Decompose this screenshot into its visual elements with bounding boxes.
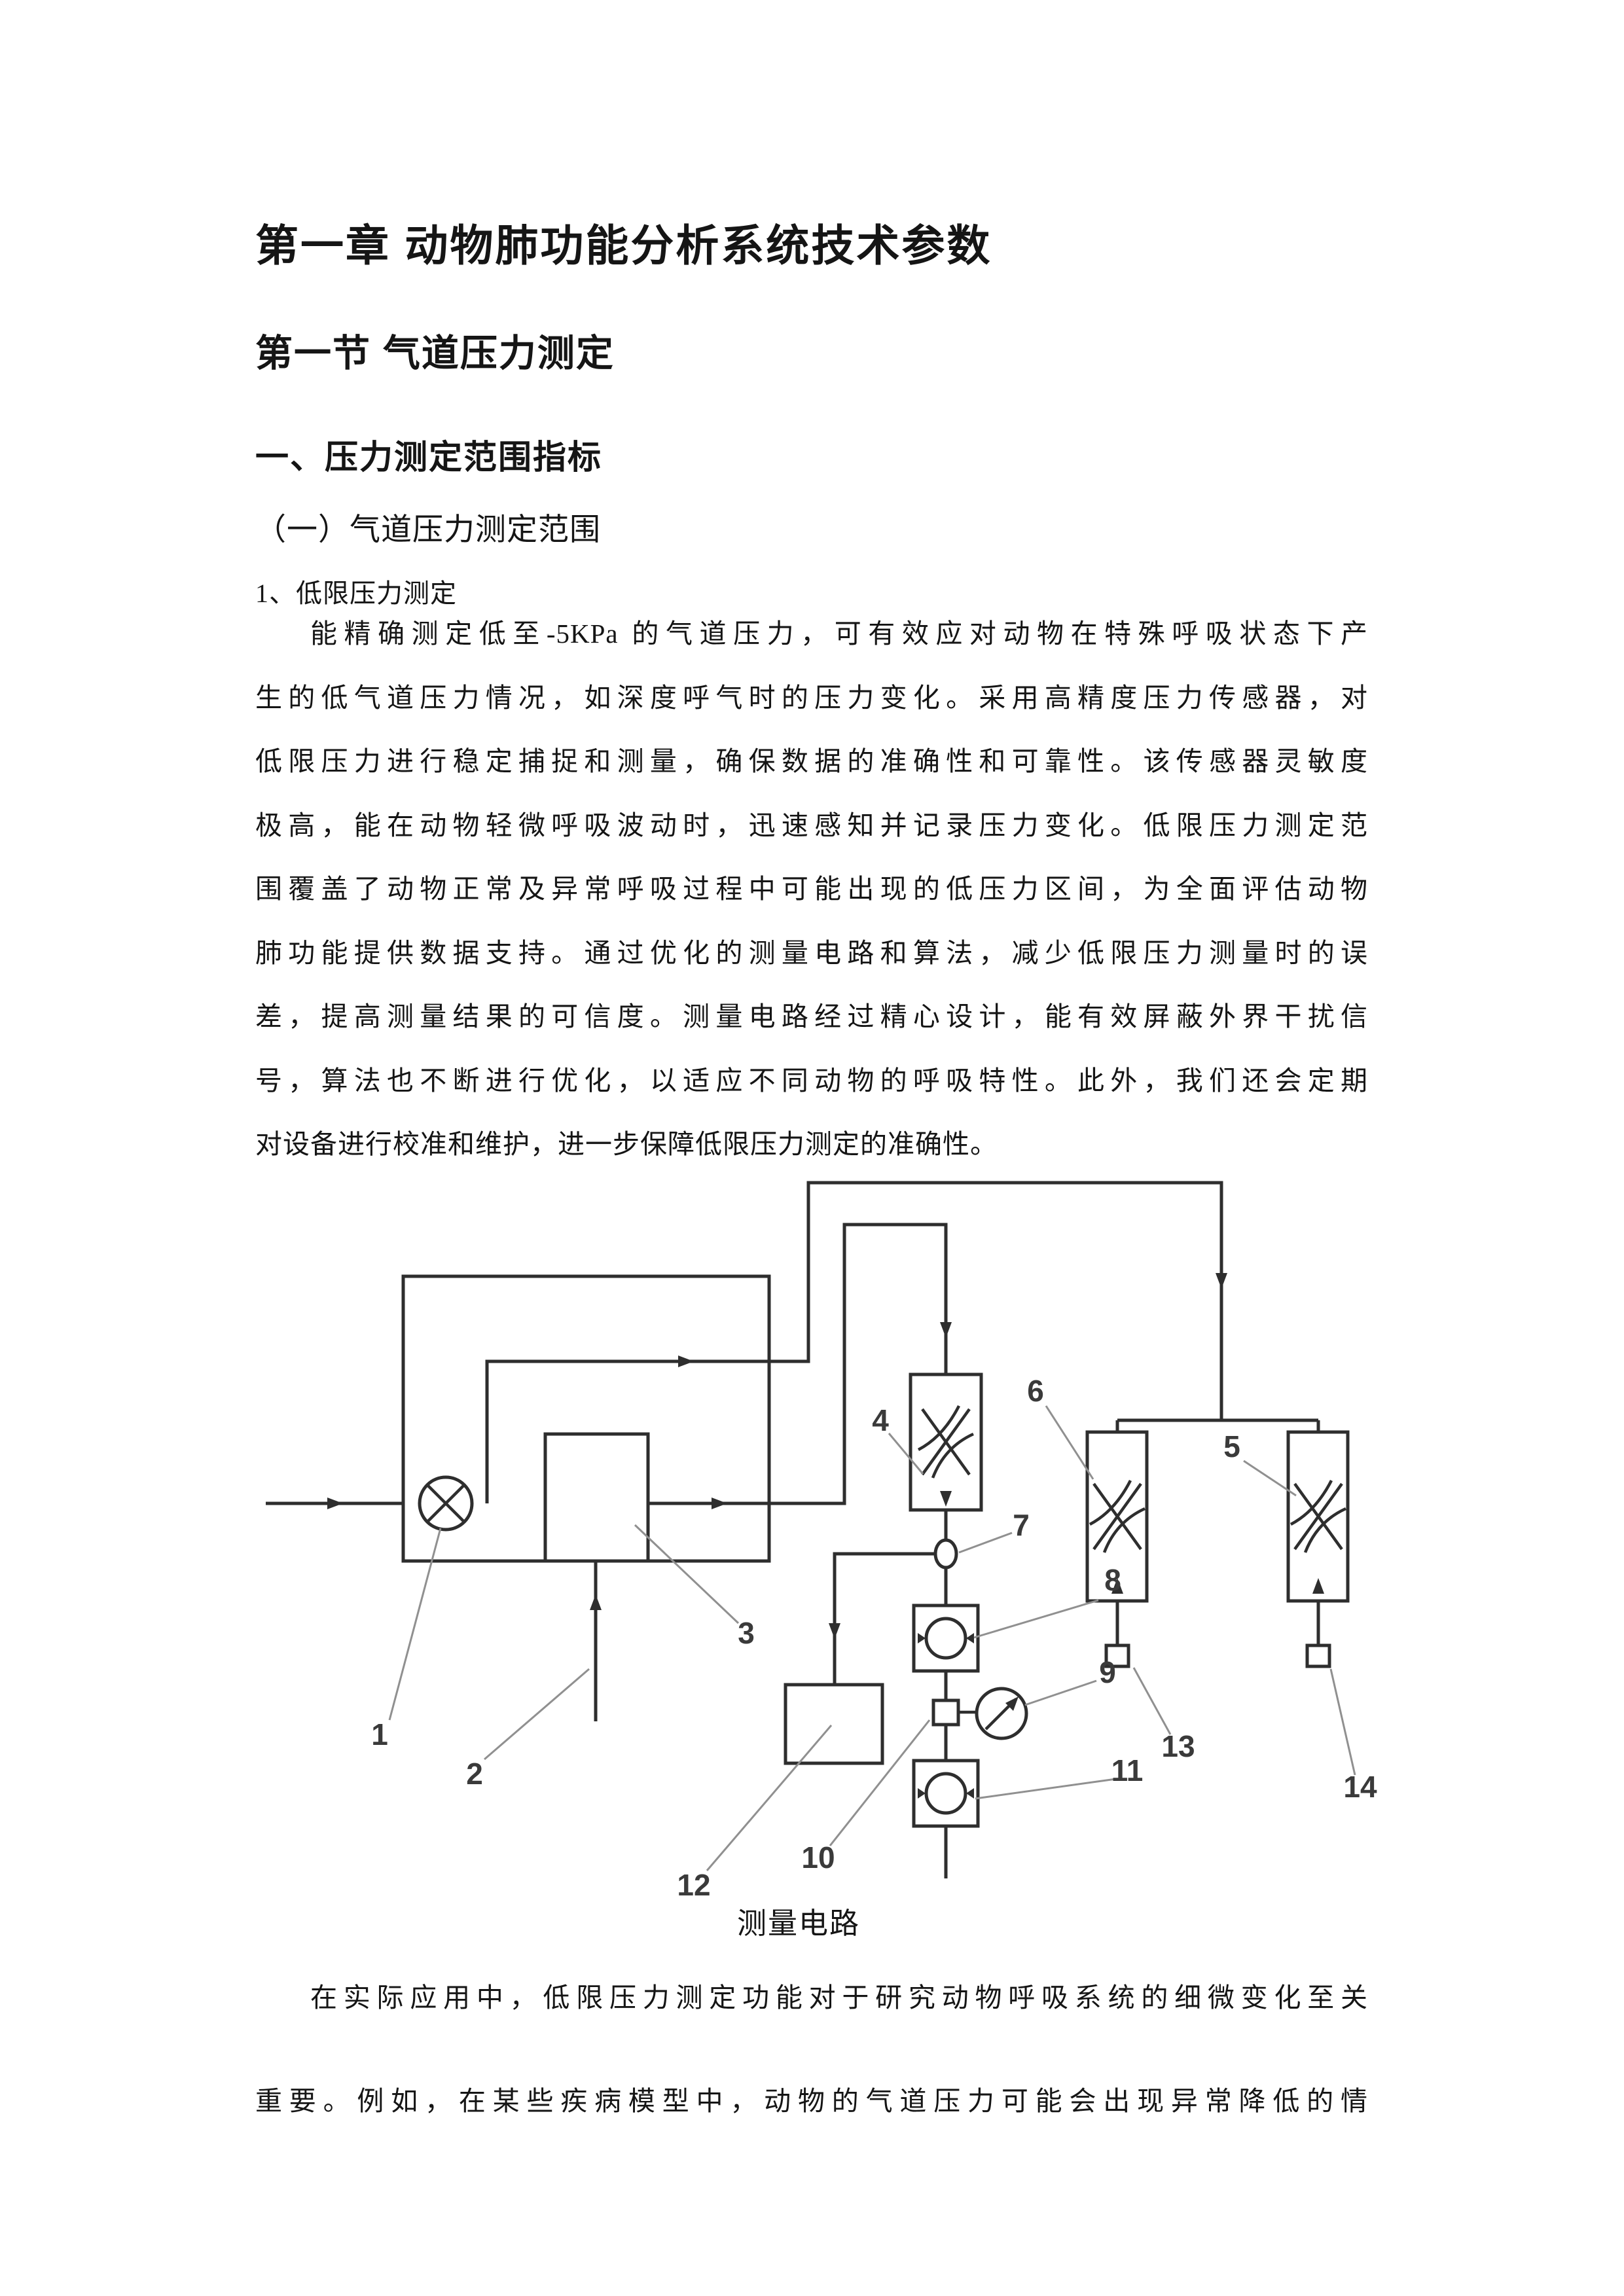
fitting-10-icon [931, 1698, 960, 1727]
pressure-gauge-icon [958, 1687, 1028, 1740]
measurement-circuit-diagram: 1 2 3 4 5 6 7 8 9 10 11 12 13 14 [266, 1181, 1377, 1902]
component-3-box [543, 1432, 650, 1563]
terminal-14-icon [1305, 1643, 1331, 1668]
subsubsection-title: （一）气道压力测定范围 [255, 513, 601, 547]
flow-arrow [1312, 1578, 1324, 1594]
flow-arrow [940, 1491, 952, 1507]
paragraph-line: 在实际应用中，低限压力测定功能对于研究动物呼吸系统的细微变化至关 [310, 1982, 1368, 2013]
leader-line-7 [958, 1532, 1013, 1554]
leader-line-6 [1045, 1405, 1094, 1480]
component-label-4: 4 [872, 1403, 889, 1437]
leader-line-4 [888, 1433, 924, 1475]
paragraph-line: 重要。例如，在某些疾病模型中，动物的气道压力可能会出现异常降低的情 [255, 2086, 1368, 2116]
flow-arrow [712, 1498, 727, 1509]
branch-pipe-reservoir [833, 1552, 935, 1685]
flow-meter-5-icon [1286, 1430, 1350, 1603]
component-label-10: 10 [801, 1840, 835, 1874]
item-title: 1、低限压力测定 [255, 579, 457, 608]
flow-arrow [1216, 1273, 1227, 1289]
flow-meter-4-icon [909, 1372, 983, 1512]
paragraph-line: 生的低气道压力情况，如深度呼气时的压力变化。采用高精度压力传感器，对 [255, 682, 1368, 713]
component-label-14: 14 [1343, 1770, 1377, 1804]
leader-line-2 [484, 1668, 590, 1761]
paragraph-line: 对设备进行校准和维护，进一步保障低限压力测定的准确性。 [255, 1129, 998, 1159]
section-title: 第一节 气道压力测定 [255, 332, 615, 374]
flow-arrow [1111, 1578, 1123, 1594]
leader-line-9 [1024, 1679, 1097, 1706]
component-label-2: 2 [466, 1757, 483, 1791]
paragraph-line: 差，提高测量结果的可信度。测量电路经过精心设计，能有效屏蔽外界干扰信 [255, 1001, 1368, 1031]
leader-line-13 [1132, 1667, 1172, 1735]
branch-pipe-upper [485, 1181, 1320, 1666]
leader-line-8 [973, 1599, 1099, 1639]
leader-line-5 [1243, 1460, 1297, 1497]
valve-icon [418, 1475, 474, 1532]
flow-arrow [327, 1498, 343, 1509]
paragraph-line: 肺功能提供数据支持。通过优化的测量电路和算法，减少低限压力测量时的误 [255, 937, 1368, 968]
component-label-12: 12 [677, 1868, 710, 1902]
leader-line-10 [829, 1719, 931, 1846]
pump-11-icon [912, 1759, 980, 1828]
paragraph-line: 能精确测定低至-5KPa 的气道压力，可有效应对动物在特殊呼吸状态下产 [310, 619, 1368, 649]
flow-arrow [590, 1594, 602, 1610]
reservoir-12-icon [784, 1683, 884, 1765]
subsection-title: 一、压力测定范围指标 [255, 439, 603, 476]
paragraph-1: 能精确测定低至-5KPa 的气道压力，可有效应对动物在特殊呼吸状态下产 生的低气… [255, 602, 1368, 1177]
component-label-11: 11 [1111, 1753, 1144, 1787]
leader-line-12 [706, 1725, 833, 1871]
chapter-title: 第一章 动物肺功能分析系统技术参数 [255, 221, 992, 270]
paragraph-line: 围覆盖了动物正常及异常呼吸过程中可能出现的低压力区间，为全面评估动物 [255, 874, 1368, 904]
paragraph-line: 号，算法也不断进行优化，以适应不同动物的呼吸特性。此外，我们还会定期 [255, 1065, 1368, 1096]
component-label-6: 6 [1027, 1374, 1044, 1408]
paragraph-line: 极高，能在动物轻微呼吸波动时，迅速感知并记录压力变化。低限压力测定范 [255, 810, 1368, 840]
leader-line-14 [1329, 1668, 1356, 1776]
terminal-13-icon [1104, 1643, 1130, 1668]
flow-arrow [940, 1322, 952, 1338]
flow-arrow [678, 1355, 694, 1367]
port-7-icon [933, 1538, 958, 1570]
component-label-1: 1 [371, 1717, 388, 1751]
component-label-13: 13 [1161, 1729, 1195, 1763]
component-label-9: 9 [1099, 1655, 1116, 1689]
component-label-8: 8 [1104, 1563, 1121, 1597]
leader-line-1 [388, 1528, 442, 1721]
pump-8-icon [912, 1604, 980, 1673]
flow-meter-6-icon [1085, 1430, 1149, 1603]
leader-line-3 [634, 1524, 740, 1624]
component-label-5: 5 [1223, 1429, 1240, 1463]
paragraph-line: 低限压力进行稳定捕捉和测量，确保数据的准确性和可靠性。该传感器灵敏度 [255, 746, 1368, 776]
component-label-3: 3 [738, 1616, 755, 1650]
flow-arrow [829, 1623, 840, 1639]
figure-caption: 测量电路 [736, 1907, 860, 1940]
component-label-7: 7 [1013, 1508, 1030, 1542]
leader-line-11 [975, 1778, 1117, 1800]
